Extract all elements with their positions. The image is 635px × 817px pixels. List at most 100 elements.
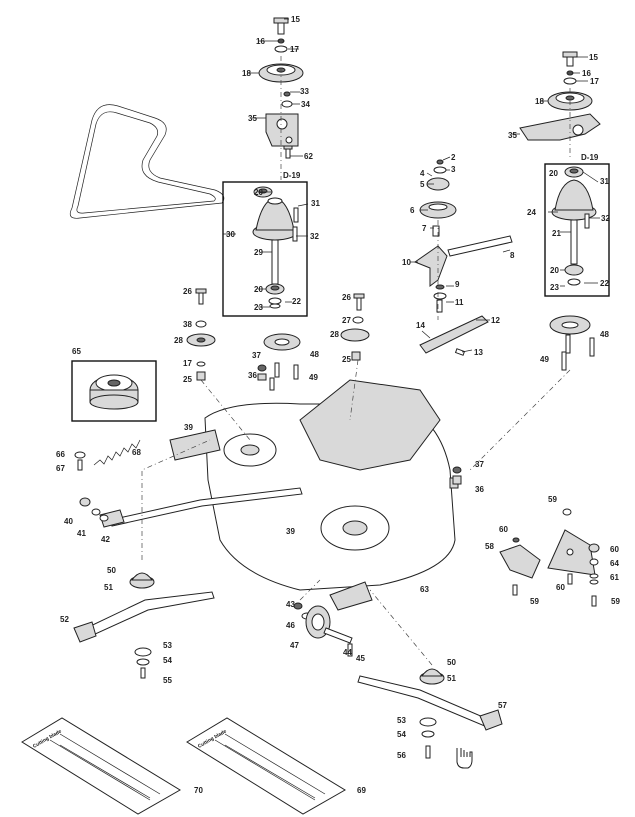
callout-7: 7 [422,224,427,233]
callout-44: 44 [343,648,352,657]
callout-18: 18 [535,97,544,106]
callout-24: 24 [527,208,536,217]
callout-9: 9 [455,280,460,289]
callout-d-19: D-19 [283,171,301,180]
callout-15: 15 [589,53,598,62]
callout-25: 25 [183,375,192,384]
callout-17: 17 [590,77,599,86]
callout-30: 30 [226,230,235,239]
callout-50: 50 [107,566,116,575]
callout-35: 35 [248,114,257,123]
callout-26: 26 [342,293,351,302]
callout-60: 60 [556,583,565,592]
callout-36: 36 [248,371,257,380]
callout-16: 16 [256,37,265,46]
callout-21: 21 [552,229,561,238]
blade-adapter [293,602,353,657]
callout-36: 36 [475,485,484,494]
spacer-36-left [257,373,267,381]
callout-60: 60 [610,545,619,554]
callout-25: 25 [342,355,351,364]
callout-52: 52 [60,615,69,624]
callout-49: 49 [309,373,318,382]
left-blade-group [73,572,215,679]
clutch-box [71,360,157,422]
callout-20: 20 [549,169,558,178]
callout-31: 31 [600,177,609,186]
callout-32: 32 [601,214,610,223]
callout-22: 22 [292,297,301,306]
callout-67: 67 [56,464,65,473]
callout-23: 23 [254,303,263,312]
callout-16: 16 [582,69,591,78]
callout-47: 47 [290,641,299,650]
left-pulley-stack [186,288,216,381]
callout-28: 28 [330,330,339,339]
callout-13: 13 [474,348,483,357]
callout-2: 2 [451,153,456,162]
bolt-49b [293,364,299,380]
right-blade-group [357,668,503,759]
callout-55: 55 [163,676,172,685]
center-spindle-stack [222,17,308,317]
idler-assembly [413,159,513,356]
callout-18: 18 [242,69,251,78]
callout-51: 51 [104,583,113,592]
callout-31: 31 [311,199,320,208]
callout-63: 63 [420,585,429,594]
callout-20: 20 [550,266,559,275]
callout-40: 40 [64,517,73,526]
callout-59: 59 [530,597,539,606]
callout-33: 33 [300,87,309,96]
bolt-49 [274,362,280,378]
callout-4: 4 [420,169,425,178]
callout-20: 20 [254,285,263,294]
callout-6: 6 [410,206,415,215]
callout-38: 38 [183,320,192,329]
callout-17: 17 [290,45,299,54]
callout-37: 37 [252,351,261,360]
callout-34: 34 [301,100,310,109]
mower-deck [169,379,459,611]
callout-66: 66 [56,450,65,459]
hand-cursor-icon [456,748,473,769]
callout-69: 69 [357,786,366,795]
bearing-plate-hole [274,338,290,346]
callout-10: 10 [402,258,411,267]
callout-42: 42 [101,535,110,544]
callout-41: 41 [77,529,86,538]
callout-17: 17 [183,359,192,368]
callout-58: 58 [485,542,494,551]
callout-32: 32 [310,232,319,241]
callout-65: 65 [72,347,81,356]
callout-labels: 1516171833343562D-1920313029322022231516… [56,15,620,795]
bolt-49c [269,377,275,391]
callout-3: 3 [451,165,456,174]
callout-48: 48 [310,350,319,359]
callout-61: 61 [610,573,619,582]
callout-d-19: D-19 [581,153,599,162]
spring-group [74,439,141,471]
callout-59: 59 [611,597,620,606]
spacer-36 [452,475,462,485]
drive-belt [69,104,225,219]
right-bracket-group [499,508,600,607]
callout-53: 53 [163,641,172,650]
callout-5: 5 [420,180,425,189]
callout-11: 11 [455,298,464,307]
callout-62: 62 [304,152,313,161]
callout-28: 28 [174,336,183,345]
callout-39: 39 [184,423,193,432]
nut-37 [452,466,462,474]
callout-68: 68 [132,448,141,457]
callout-49: 49 [540,355,549,364]
blade-package-70: Cutting blade [21,717,181,815]
callout-14: 14 [416,321,425,330]
callout-39: 39 [286,527,295,536]
callout-8: 8 [510,251,515,260]
callout-27: 27 [342,316,351,325]
callout-29: 29 [254,248,263,257]
callout-56: 56 [397,751,406,760]
callout-26: 26 [183,287,192,296]
